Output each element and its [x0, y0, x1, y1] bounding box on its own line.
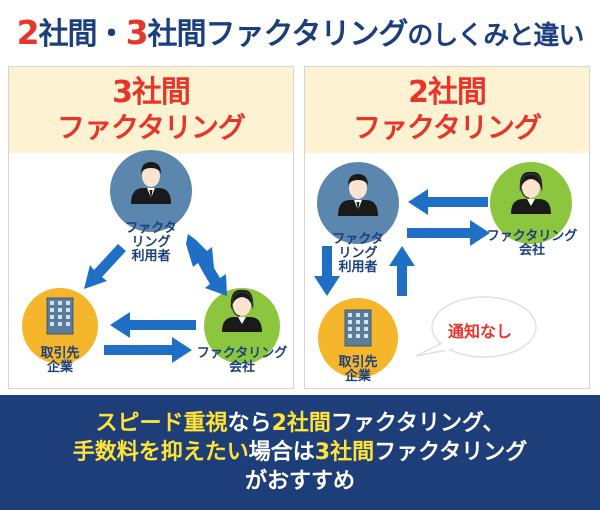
- title-num-3: 3: [125, 13, 149, 52]
- left-user-label: ファクタ リング 利用者: [125, 221, 177, 264]
- title-part-3sha: 社間ファクタリング: [147, 17, 409, 52]
- title-part-2sha: 社間・: [38, 17, 127, 52]
- right-user-label: ファクタ リング 利用者: [332, 232, 384, 275]
- footer-line-1: スピード重視なら2社間ファクタリング、: [95, 411, 505, 436]
- arrow-icon: [389, 246, 415, 296]
- building-icon: [344, 309, 372, 347]
- footer-banner: スピード重視なら2社間ファクタリング、 手数料を抑えたい場合は3社間ファクタリン…: [0, 395, 600, 510]
- panel-three-party-subtitle: ファクタリング: [57, 111, 246, 144]
- footer-line-2: 手数料を抑えたい場合は3社間ファクタリング: [72, 440, 528, 465]
- right-client-node: [318, 298, 398, 378]
- panel-two-party-subtitle: ファクタリング: [353, 111, 542, 144]
- right-factor-label: ファクタリング 会社: [486, 229, 578, 258]
- panel-two-party-title: 2社間: [408, 75, 487, 110]
- speech-bubble-icon: [415, 296, 537, 358]
- arrow-icon: [408, 189, 488, 215]
- left-factor-node: [204, 288, 280, 364]
- arrow-icon: [110, 312, 196, 338]
- footer-line-3: がおすすめ: [244, 469, 355, 494]
- arrow-icon: [84, 244, 126, 289]
- arrow-icon: [314, 246, 340, 296]
- left-client-label: 取引先 企業: [40, 346, 80, 375]
- header: 2社間・3社間ファクタリングのしくみと違い: [0, 0, 600, 62]
- right-user-node: [317, 162, 399, 244]
- left-factor-label: ファクタリング 会社: [196, 346, 288, 375]
- no-notification-label: 通知なし: [448, 322, 513, 341]
- left-client-node: [22, 288, 98, 364]
- page-title: 2社間・3社間ファクタリングのしくみと違い: [16, 9, 585, 53]
- right-factor-node: [490, 162, 572, 244]
- arrow-icon: [407, 220, 490, 246]
- panel-three-party-title: 3社間: [112, 75, 191, 110]
- right-client-label: 取引先 企業: [338, 355, 378, 384]
- panel-three-party-header: 3社間 ファクタリング: [9, 67, 293, 153]
- right-arrows: [314, 189, 490, 296]
- arrow-icon: [104, 337, 192, 363]
- title-part-tail: のしくみと違い: [407, 21, 584, 51]
- left-user-node: [110, 150, 192, 232]
- arrow-icon: [186, 234, 227, 296]
- left-arrows: [84, 234, 227, 363]
- building-icon: [46, 297, 74, 335]
- title-num-2: 2: [16, 13, 40, 52]
- panel-two-party-header: 2社間 ファクタリング: [305, 67, 589, 153]
